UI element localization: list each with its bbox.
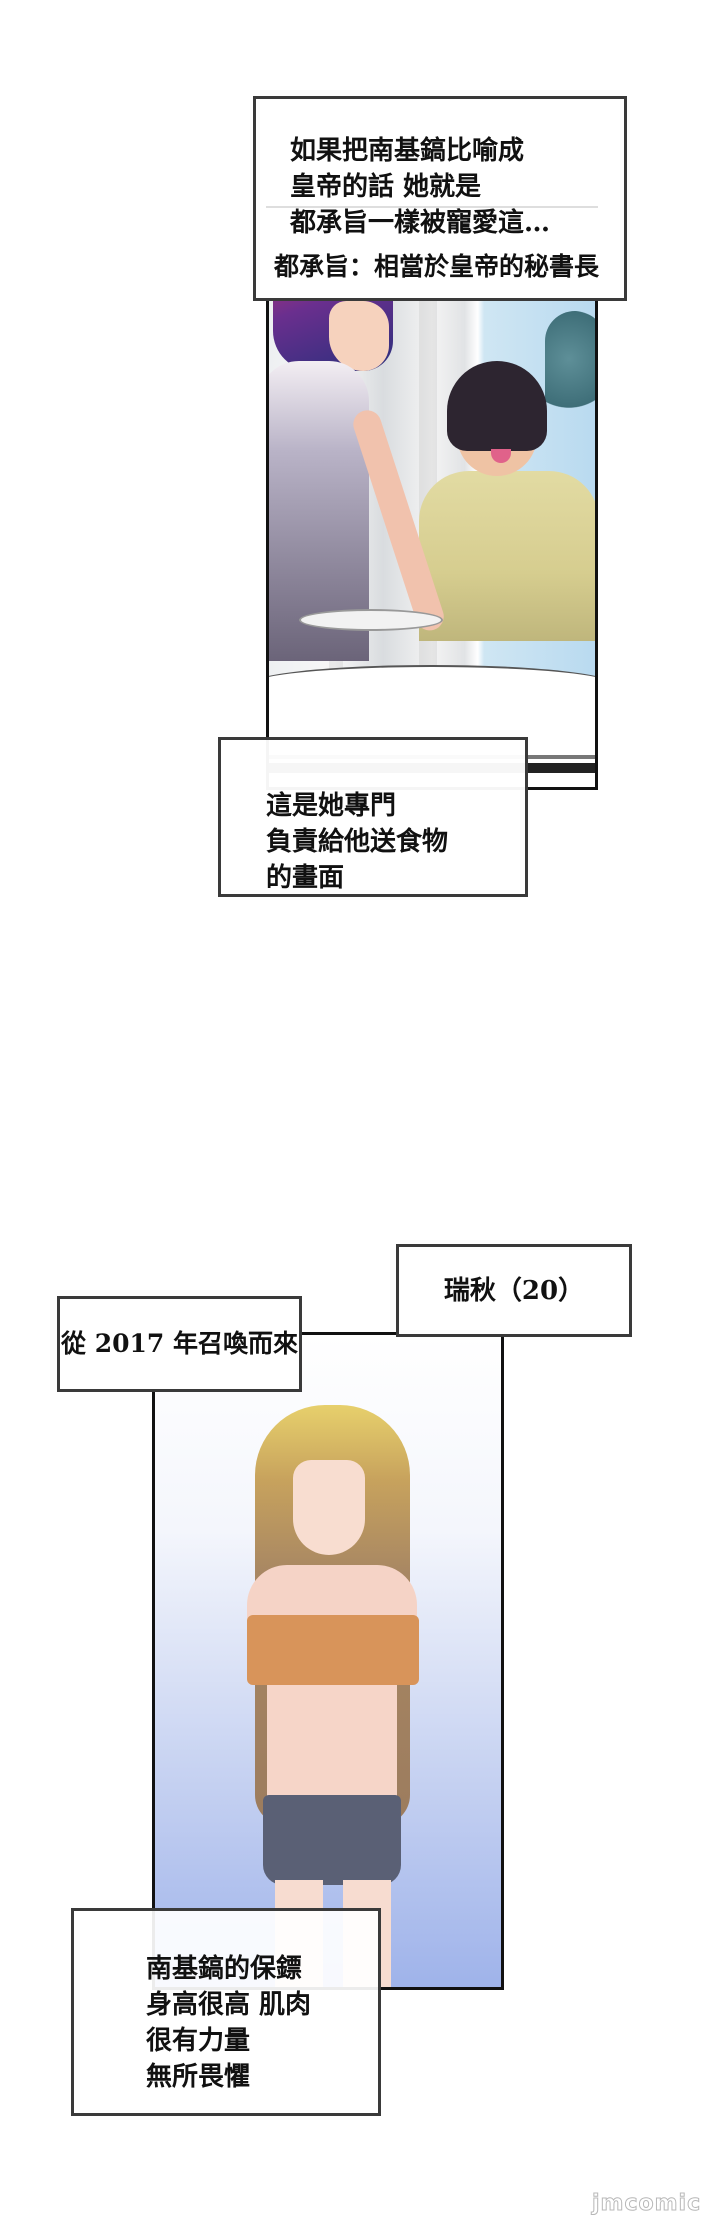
plant-leaves	[545, 311, 595, 431]
panel-1-serving-scene	[266, 208, 598, 790]
caption-body: 南基鎬的保鏢 身高很高 肌肉 很有力量 無所畏懼	[146, 1951, 311, 2095]
caption-footnote: 都承旨：相當於皇帝的秘書長	[274, 252, 600, 281]
caption-body: 這是她專門 負責給他送食物 的畫面	[266, 788, 448, 896]
caption-line: 負責給他送食物	[266, 827, 449, 857]
plate	[299, 609, 443, 631]
boy-mouth	[491, 449, 511, 463]
watermark-logo: jmcomic	[592, 2191, 702, 2217]
character-torso	[267, 1685, 397, 1805]
character-face	[293, 1460, 365, 1555]
caption-line: 都承旨一樣被寵愛這…	[290, 208, 551, 238]
boy-hair	[447, 361, 547, 451]
boy-shirt	[419, 471, 595, 641]
caption-line: 這是她專門	[266, 791, 397, 821]
caption-bottom-1: 這是她專門 負責給他送食物 的畫面	[218, 737, 528, 897]
caption-top-body: 如果把南基鎬比喻成 皇帝的話 她就是 都承旨一樣被寵愛這…	[290, 133, 550, 241]
caption-origin: 從 2017 年召喚而來	[57, 1296, 302, 1392]
caption-line: 的畫面	[266, 863, 345, 893]
caption-line: 無所畏懼	[146, 2062, 251, 2092]
caption-line: 南基鎬的保鏢	[146, 1954, 303, 1984]
caption-character-name: 瑞秋（20）	[396, 1244, 632, 1337]
character-shorts	[263, 1795, 401, 1885]
caption-top: 如果把南基鎬比喻成 皇帝的話 她就是 都承旨一樣被寵愛這… 都承旨：相當於皇帝的…	[253, 96, 627, 301]
panel-2-character-intro	[152, 1332, 504, 1990]
character-name: 瑞秋（20）	[443, 1275, 585, 1306]
caption-line: 身高很高 肌肉	[146, 1990, 312, 2020]
character-origin: 從 2017 年召喚而來	[61, 1329, 298, 1358]
caption-line: 皇帝的話 她就是	[290, 172, 482, 202]
maid-face	[329, 301, 389, 371]
caption-line: 很有力量	[146, 2026, 251, 2056]
caption-line: 如果把南基鎬比喻成	[290, 136, 525, 166]
character-crop-top	[247, 1615, 419, 1685]
frame-line	[266, 206, 598, 208]
caption-bottom-2: 南基鎬的保鏢 身高很高 肌肉 很有力量 無所畏懼	[71, 1908, 381, 2116]
